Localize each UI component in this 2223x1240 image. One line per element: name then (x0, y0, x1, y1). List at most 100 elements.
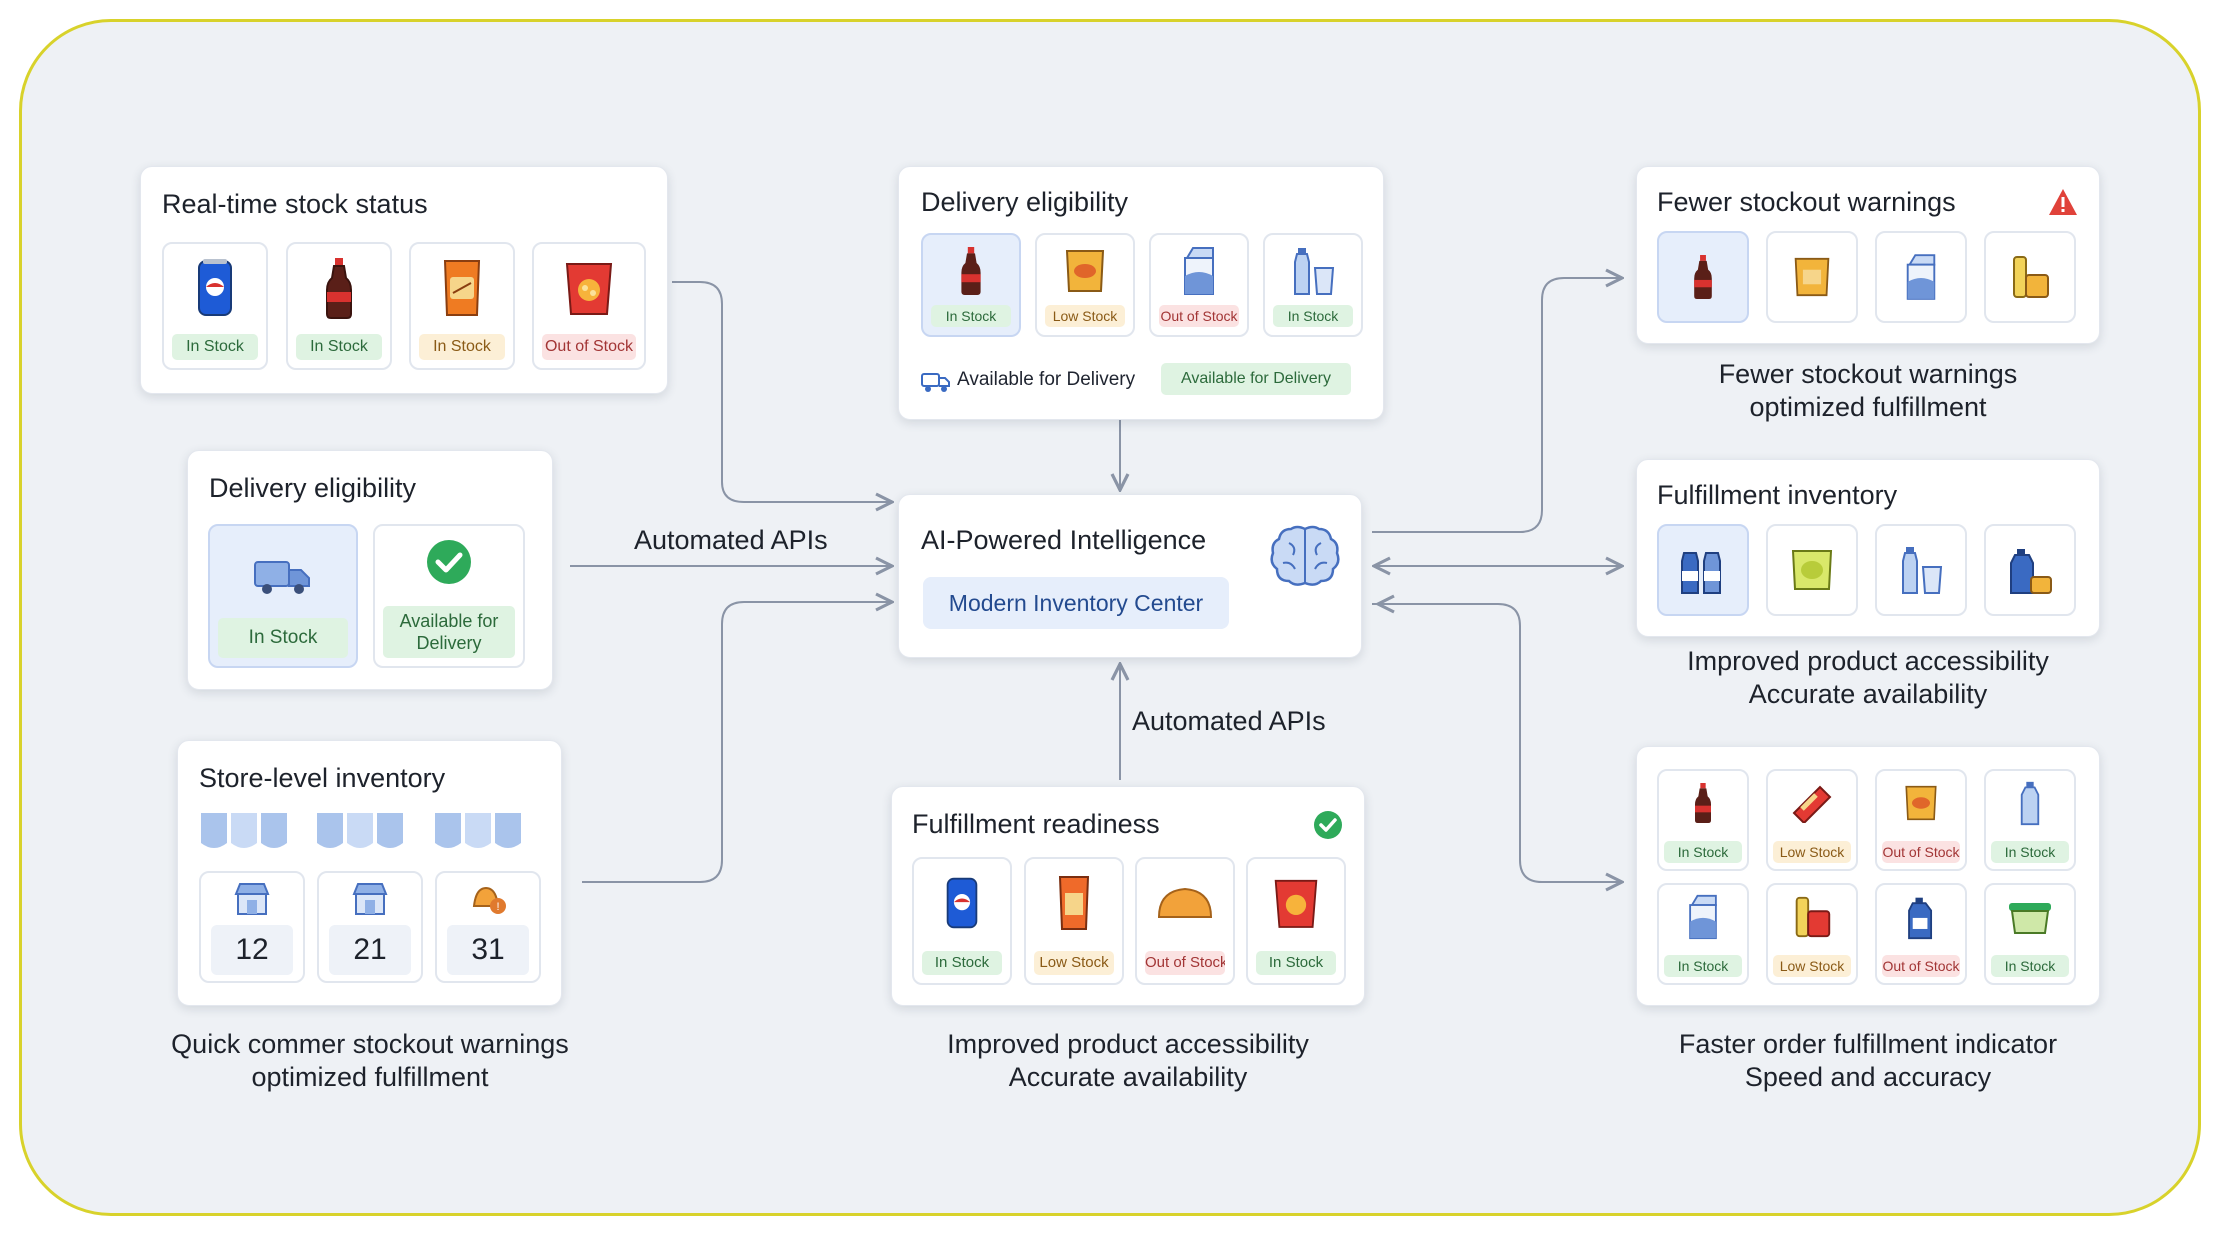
water-bottle-icon (1265, 241, 1361, 301)
snack-bag-icon (411, 252, 513, 324)
product-tile[interactable]: Out of Stock (1135, 857, 1235, 985)
product-tile[interactable] (1766, 524, 1858, 616)
card-title: Delivery eligibility (921, 187, 1129, 217)
card-store-inventory: Store-level inventory 12 21 ! 31 (177, 740, 562, 1006)
store-shelves-graphic (201, 813, 521, 848)
product-tile[interactable] (1875, 524, 1967, 616)
readiness-caption: Improved product accessibility Accurate … (885, 1028, 1371, 1094)
status-badge: Out of Stock (1159, 305, 1239, 327)
soda-bottle-icon (288, 252, 390, 324)
chips-bag-icon (1248, 867, 1344, 939)
store-count-tile[interactable]: 12 (199, 871, 305, 983)
caption-line: Improved product accessibility (1687, 646, 2049, 676)
card-title: Store-level inventory (199, 763, 446, 793)
fulfill-inv-caption: Improved product accessibility Accurate … (1636, 645, 2100, 711)
center-subtitle: Modern Inventory Center (923, 577, 1229, 629)
candy-bar-icon (1768, 775, 1856, 831)
status-badge: In Stock (1664, 955, 1742, 977)
card-fulfillment-inventory: Fulfillment inventory (1636, 459, 2100, 637)
card-title: Fulfillment readiness (912, 809, 1160, 839)
product-tile[interactable]: Low Stock (1024, 857, 1124, 985)
status-badge: In Stock (172, 334, 258, 360)
detergent-icon (1986, 538, 2074, 602)
product-tile[interactable]: In Stock (912, 857, 1012, 985)
product-tile[interactable]: Low Stock (1766, 769, 1858, 871)
product-tile[interactable]: In Stock (921, 233, 1021, 337)
status-badge: In Stock (1256, 951, 1336, 975)
fewer-caption: Fewer stockout warnings optimized fulfil… (1636, 358, 2100, 424)
product-tile[interactable] (1875, 231, 1967, 323)
product-tile[interactable]: Low Stock (1766, 883, 1858, 985)
card-realtime-stock: Real-time stock status In Stock In Stock… (140, 166, 668, 394)
product-tile[interactable]: In Stock (1657, 883, 1749, 985)
connector-label-left: Automated APIs (634, 525, 828, 555)
milk-carton-icon (1659, 889, 1747, 945)
product-tile[interactable] (1984, 524, 2076, 616)
store-icon (201, 879, 303, 919)
svg-text:!: ! (496, 901, 499, 913)
store-count: 21 (329, 925, 411, 975)
status-badge: Out of Stock (1882, 955, 1960, 977)
status-badge: Out of Stock (542, 334, 636, 360)
store-count: 31 (447, 925, 529, 975)
connector-store (582, 602, 892, 883)
card-order-fulfillment: In Stock Low Stock Out of Stock In Stock… (1636, 746, 2100, 1006)
delivery-tile[interactable]: Available for Delivery (373, 524, 525, 668)
product-tile[interactable]: In Stock (286, 242, 392, 370)
delivery-tile[interactable]: In Stock (208, 524, 358, 668)
status-badge: Out of Stock (1145, 951, 1225, 975)
product-tile[interactable] (1984, 231, 2076, 323)
status-badge: Out of Stock (1882, 841, 1960, 863)
status-badge: Low Stock (1773, 841, 1851, 863)
product-tile[interactable]: Out of Stock (532, 242, 646, 370)
card-title: Delivery eligibility (209, 473, 417, 503)
center-title: AI-Powered Intelligence (921, 525, 1207, 555)
chips-bag-icon (1026, 867, 1122, 939)
store-icon (319, 879, 421, 919)
connector-label-bottom: Automated APIs (1132, 706, 1326, 736)
snack-bag-icon (1877, 775, 1965, 831)
snack-bag-icon (1768, 245, 1856, 309)
caption-line: Fewer stockout warnings (1718, 359, 2018, 389)
caption-line: optimized fulfillment (251, 1062, 489, 1092)
product-tile[interactable]: In Stock (162, 242, 268, 370)
store-count-tile[interactable]: 21 (317, 871, 423, 983)
card-fulfillment-readiness: Fulfillment readiness In Stock Low Stock… (891, 786, 1365, 1006)
brain-icon (1270, 525, 1340, 586)
soda-bottle-icon (1659, 775, 1747, 831)
card-title: Fewer stockout warnings (1657, 187, 1956, 217)
soda-can-icon (164, 252, 266, 324)
product-tile[interactable] (1657, 524, 1749, 616)
water-bottle-icon (1986, 775, 2074, 831)
food-container-icon (1986, 889, 2074, 945)
product-tile[interactable]: Out of Stock (1875, 769, 1967, 871)
status-badge: In Stock (1664, 841, 1742, 863)
product-tile[interactable]: Low Stock (1035, 233, 1135, 337)
card-ai-intelligence: AI-Powered Intelligence Modern Inventory… (898, 494, 1362, 658)
delivery-truck-icon (210, 540, 356, 612)
store-count-tile[interactable]: ! 31 (435, 871, 541, 983)
check-circle-icon (1314, 811, 1342, 839)
status-badge: Low Stock (1045, 305, 1125, 327)
product-tile[interactable]: Out of Stock (1149, 233, 1249, 337)
check-circle-icon (375, 532, 523, 592)
product-tile[interactable]: In Stock (1984, 883, 2076, 985)
caption-line: Quick commer stockout warnings (171, 1029, 569, 1059)
card-title: Fulfillment inventory (1657, 480, 1898, 510)
connector-realtime (672, 281, 892, 502)
product-tile[interactable]: In Stock (1657, 769, 1749, 871)
product-tile[interactable]: In Stock (409, 242, 515, 370)
product-tile[interactable] (1657, 231, 1749, 323)
caption-line: Accurate availability (1748, 679, 1988, 709)
product-tile[interactable]: In Stock (1984, 769, 2076, 871)
product-tile[interactable]: In Stock (1263, 233, 1363, 337)
status-badge: In Stock (296, 334, 382, 360)
card-fewer-stockout: Fewer stockout warnings (1636, 166, 2100, 344)
delivery-footer-label: Available for Delivery (957, 369, 1136, 390)
milk-carton-icon (1151, 241, 1247, 301)
product-tile[interactable]: Out of Stock (1875, 883, 1967, 985)
store-count: 12 (211, 925, 293, 975)
product-tile[interactable] (1766, 231, 1858, 323)
product-tile[interactable]: In Stock (1246, 857, 1346, 985)
